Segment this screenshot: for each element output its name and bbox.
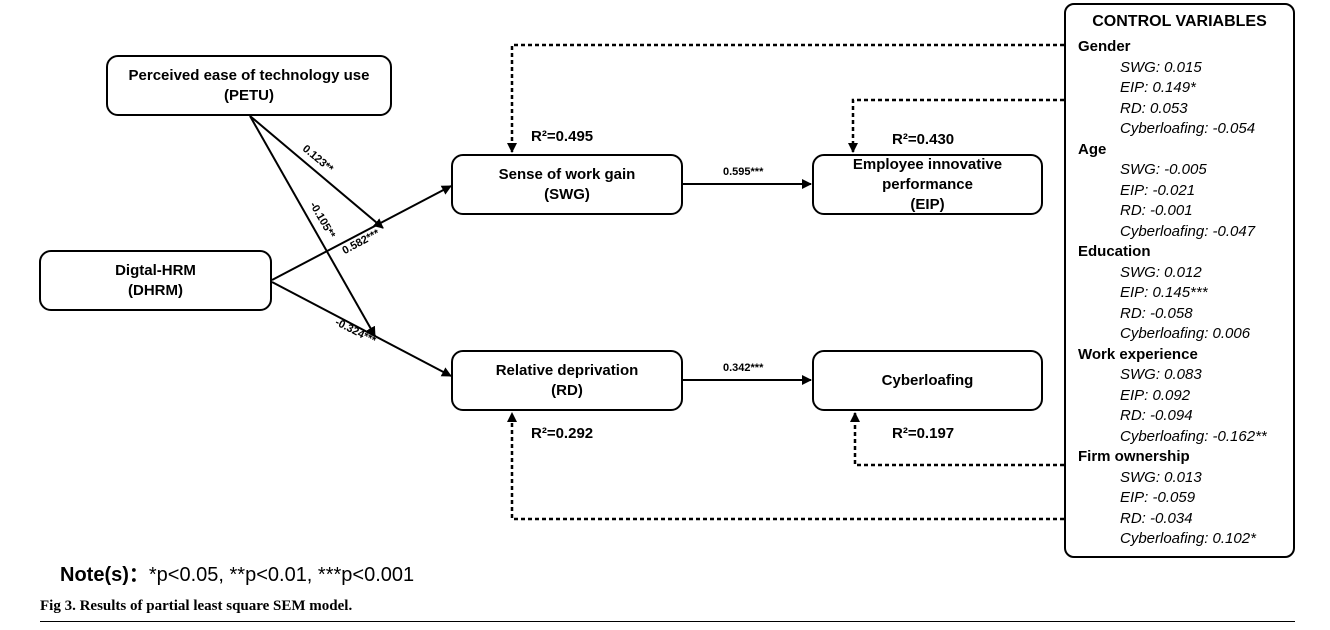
control-coefficient: EIP: 0.092 — [1120, 386, 1191, 404]
r2-rd: R²=0.292 — [531, 425, 594, 442]
control-coefficient: RD: -0.094 — [1120, 407, 1193, 424]
control-coefficient: EIP: 0.149* — [1120, 79, 1196, 96]
control-coefficient: Cyberloafing: 0.102* — [1120, 530, 1256, 547]
node-eip: Employee innovative performance (EIP) — [812, 154, 1043, 215]
control-group-label: Work experience — [1078, 345, 1198, 363]
node-dhrm-name: Digtal-HRM — [115, 261, 196, 279]
figure-caption: Fig 3. Results of partial least square S… — [40, 598, 353, 614]
control-arrow-to-cyber — [850, 412, 1064, 467]
control-group-label: Age — [1078, 140, 1107, 158]
control-coefficient: EIP: -0.021 — [1120, 181, 1196, 199]
node-cyberloafing: Cyberloafing — [812, 350, 1043, 411]
control-variables-title: CONTROL VARIABLES — [1092, 13, 1267, 30]
node-eip-name-line2: performance — [882, 175, 973, 193]
node-swg-abbr: (SWG) — [544, 185, 590, 203]
node-cyberloafing-name: Cyberloafing — [881, 371, 974, 389]
coef-swg-eip: 0.595*** — [723, 166, 764, 178]
control-coefficient: RD: -0.058 — [1120, 304, 1193, 322]
node-petu: Perceived ease of technology use (PETU) — [106, 55, 392, 116]
node-swg: Sense of work gain (SWG) — [451, 154, 683, 215]
control-coefficient: RD: -0.034 — [1120, 509, 1193, 527]
control-coefficient: SWG: 0.012 — [1120, 263, 1202, 281]
arrow-dhrm-to-rd — [271, 281, 452, 377]
r2-swg: R²=0.495 — [531, 128, 594, 145]
node-eip-name-line1: Employee innovative — [852, 155, 1003, 173]
node-dhrm-abbr: (DHRM) — [128, 281, 183, 299]
control-arrow-to-eip — [848, 98, 1064, 153]
control-coefficient: RD: -0.001 — [1120, 202, 1193, 219]
node-rd: Relative deprivation (RD) — [451, 350, 683, 411]
node-dhrm: Digtal-HRM (DHRM) — [39, 250, 272, 311]
node-petu-abbr: (PETU) — [224, 86, 274, 104]
control-coefficient: SWG: 0.015 — [1120, 58, 1202, 76]
node-petu-name: Perceived ease of technology use — [128, 66, 370, 84]
control-coefficient: EIP: 0.145*** — [1120, 284, 1208, 301]
r2-cyberloafing: R²=0.197 — [892, 425, 955, 442]
control-group-label: Firm ownership — [1078, 448, 1190, 465]
control-group-label: Gender — [1078, 38, 1131, 55]
control-arrow-to-swg — [507, 43, 1064, 153]
caption-rule — [40, 621, 1295, 622]
arrow-petu-to-swg — [249, 115, 384, 229]
significance-note: Note(s)：*p<0.05, **p<0.01, ***p<0.001 — [60, 558, 414, 587]
r2-eip: R²=0.430 — [892, 131, 955, 148]
control-arrow-to-rd — [507, 412, 1064, 521]
note-label: Note(s)： — [60, 564, 149, 586]
control-coefficient: Cyberloafing: -0.047 — [1120, 222, 1256, 240]
node-rd-abbr: (RD) — [551, 381, 583, 399]
arrow-dhrm-to-swg — [271, 185, 452, 281]
node-swg-name: Sense of work gain — [498, 165, 636, 183]
node-eip-abbr: (EIP) — [910, 195, 945, 213]
control-coefficient: SWG: 0.013 — [1120, 468, 1202, 486]
control-coefficient: SWG: -0.005 — [1120, 161, 1207, 178]
control-coefficient: Cyberloafing: 0.006 — [1120, 325, 1251, 342]
node-rd-name: Relative deprivation — [495, 361, 639, 379]
control-group-label: Education — [1078, 243, 1151, 260]
control-coefficient: SWG: 0.083 — [1120, 366, 1202, 383]
coef-rd-cyber: 0.342*** — [723, 362, 764, 374]
control-coefficient: Cyberloafing: -0.162** — [1120, 427, 1267, 445]
control-coefficient: EIP: -0.059 — [1120, 489, 1196, 506]
arrow-petu-to-rd — [249, 115, 376, 337]
note-text: *p<0.05, **p<0.01, ***p<0.001 — [148, 564, 415, 586]
control-coefficient: Cyberloafing: -0.054 — [1120, 120, 1256, 137]
control-coefficient: RD: 0.053 — [1120, 99, 1188, 117]
